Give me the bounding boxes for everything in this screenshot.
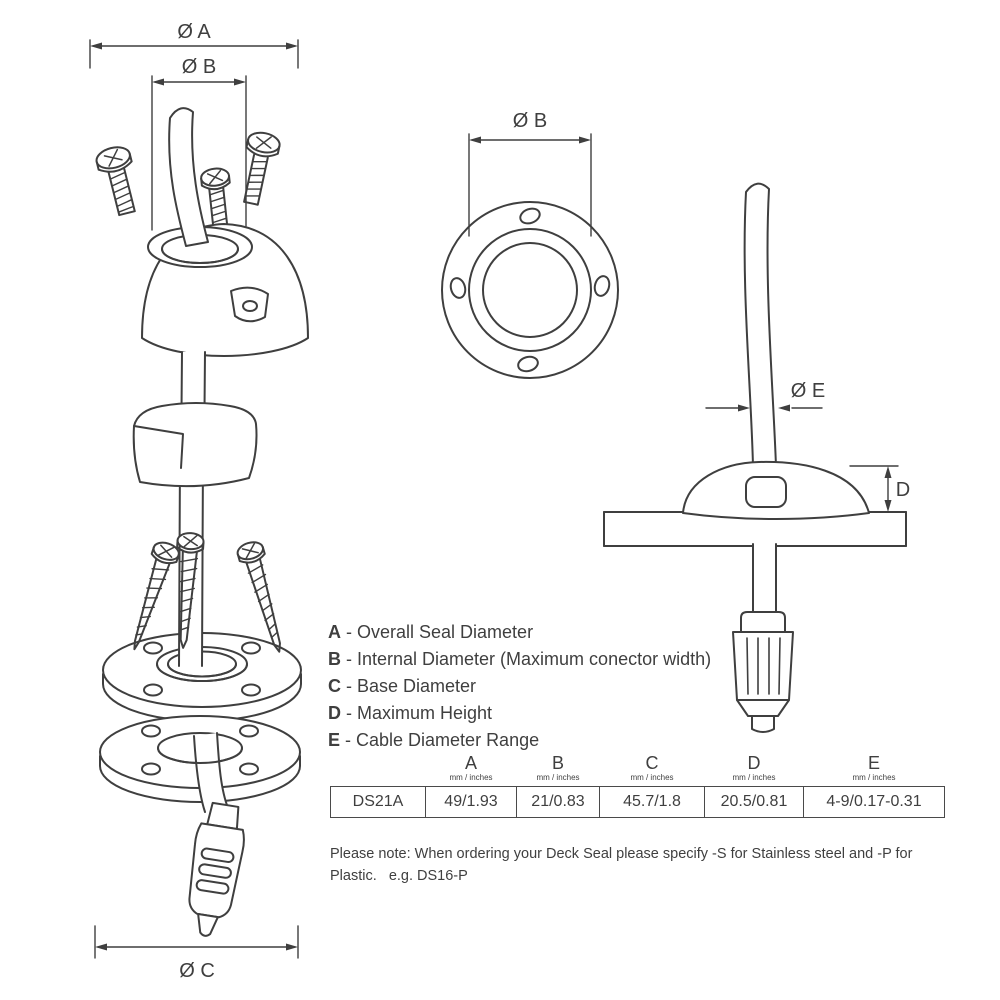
machine-screw-left — [95, 146, 136, 217]
value-cell-b: 21/0.83 — [516, 785, 600, 818]
internal-hole — [482, 242, 578, 338]
dim-label-b: Ø B — [182, 56, 216, 78]
wedge-collar — [132, 402, 258, 488]
flange-screw-hole — [143, 641, 163, 655]
legend-letter: E — [328, 730, 341, 750]
col-unit: mm / inches — [536, 772, 580, 782]
legend-item-d: D- Maximum Height — [328, 703, 711, 723]
col-letter: D — [747, 753, 761, 773]
legend-text: - Cable Diameter Range — [345, 730, 540, 750]
legend-letter: C — [328, 676, 341, 696]
header-col-a: A mm / inches — [426, 754, 517, 786]
cable-below-deck — [752, 543, 777, 615]
flange-screw-hole — [241, 641, 261, 655]
cable-bottom-segment — [157, 732, 243, 813]
legend-text: - Overall Seal Diameter — [346, 622, 534, 642]
tapping-screw-middle — [176, 532, 205, 649]
ordering-note-line1: Please note: When ordering your Deck Sea… — [330, 846, 913, 862]
legend-letter: D — [328, 703, 341, 723]
col-letter: C — [645, 753, 659, 773]
header-col-c: C mm / inches — [600, 754, 705, 786]
dim-label-c: Ø C — [179, 960, 215, 982]
col-unit: mm / inches — [630, 772, 674, 782]
legend-letter: B — [328, 649, 341, 669]
machine-screw-middle — [200, 167, 231, 232]
header-col-e: E mm / inches — [804, 754, 945, 786]
top-view-hole — [519, 207, 541, 225]
dome-latch — [230, 286, 269, 323]
value-cell-e: 4-9/0.17-0.31 — [803, 785, 945, 818]
col-letter: E — [867, 753, 880, 773]
dim-cable-diameter: Ø E — [705, 380, 825, 412]
legend-item-c: C- Base Diameter — [328, 676, 711, 696]
value-cell-a: 49/1.93 — [425, 785, 517, 818]
spec-table-header: A mm / inches B mm / inches C mm / inche… — [331, 754, 945, 786]
dim-label-a: Ø A — [177, 21, 211, 43]
legend-text: - Internal Diameter (Maximum conector wi… — [346, 649, 712, 669]
dim-base-diameter: Ø C — [94, 925, 299, 982]
col-unit: mm / inches — [449, 772, 493, 782]
tapping-screw-left — [133, 541, 180, 651]
value-cell-d: 20.5/0.81 — [704, 785, 804, 818]
connector-below-deck — [732, 611, 794, 733]
col-unit: mm / inches — [732, 772, 776, 782]
top-view: Ø B — [441, 110, 619, 379]
cable-mid-segment — [156, 454, 248, 682]
machine-screw-right — [243, 131, 281, 206]
dim-internal-diameter-top-view: Ø B — [469, 110, 591, 144]
gasket-hole — [141, 762, 161, 776]
cable-top-segment — [161, 107, 239, 264]
ordering-note: Please note: When ordering your Deck Sea… — [330, 843, 930, 888]
ordering-note-line2: Plastic. e.g. DS16-P — [330, 868, 468, 885]
dome-latch-side — [745, 476, 787, 508]
gasket-hole — [141, 724, 161, 738]
legend-text: - Base Diameter — [346, 676, 477, 696]
header-model-spacer — [331, 754, 426, 786]
header-col-d: D mm / inches — [705, 754, 804, 786]
exploded-view: Ø A Ø B — [89, 21, 309, 982]
dim-label-b-top: Ø B — [513, 110, 547, 132]
spec-table: A mm / inches B mm / inches C mm / inche… — [330, 754, 945, 818]
legend-item-b: B- Internal Diameter (Maximum conector w… — [328, 649, 711, 669]
flange-screw-hole — [143, 683, 163, 697]
legend-text: - Maximum Height — [346, 703, 493, 723]
legend-letter: A — [328, 622, 341, 642]
flange-screw-hole — [241, 683, 261, 697]
legend-item-a: A- Overall Seal Diameter — [328, 622, 711, 642]
top-view-hole — [593, 275, 611, 297]
dim-label-d: D — [896, 479, 910, 501]
legend-item-e: E- Cable Diameter Range — [328, 730, 711, 750]
col-unit: mm / inches — [852, 772, 896, 782]
dim-max-height: D — [849, 465, 910, 513]
dim-overall-diameter: Ø A — [89, 21, 299, 69]
seal-dome — [141, 223, 309, 357]
top-view-hole — [449, 277, 467, 299]
header-col-b: B mm / inches — [517, 754, 600, 786]
model-cell: DS21A — [330, 785, 426, 818]
cable-connector — [188, 801, 245, 937]
tapping-screw-right — [236, 541, 281, 653]
legend: A- Overall Seal Diameter B- Internal Dia… — [328, 622, 711, 757]
value-cell-c: 45.7/1.8 — [599, 785, 705, 818]
col-letter: A — [464, 753, 477, 773]
dim-label-e: Ø E — [791, 380, 825, 402]
top-view-hole — [517, 355, 539, 373]
cable-above-deck — [743, 182, 777, 467]
installed-side-view: Ø E D — [603, 182, 910, 733]
spec-table-row: DS21A 49/1.93 21/0.83 45.7/1.8 20.5/0.81… — [330, 785, 945, 818]
dim-internal-diameter: Ø B — [151, 56, 247, 231]
gasket-hole — [239, 724, 259, 738]
gasket-hole — [239, 762, 259, 776]
col-letter: B — [551, 753, 564, 773]
